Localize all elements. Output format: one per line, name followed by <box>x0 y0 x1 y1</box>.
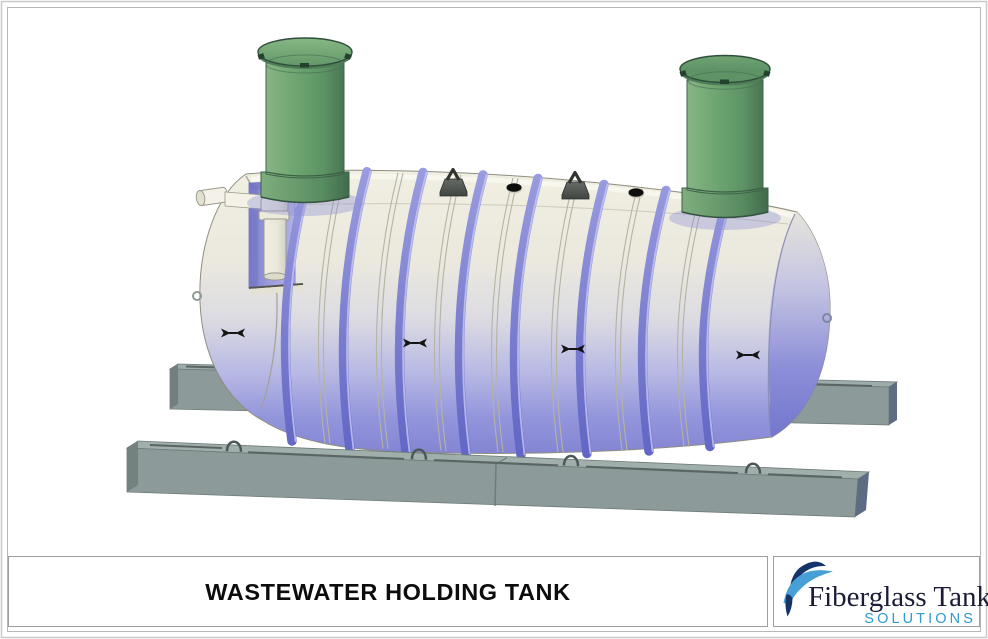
tank-end-cap-right <box>768 212 831 437</box>
strap-slots <box>149 444 843 479</box>
inlet-pipe <box>195 186 290 281</box>
riser-lid <box>679 54 771 84</box>
rib <box>509 173 543 460</box>
strap-markers <box>221 328 760 360</box>
lid-clip <box>763 70 771 77</box>
lifting-loop <box>410 448 428 460</box>
lid-clip <box>720 79 729 84</box>
end-hook <box>192 291 202 301</box>
logo-subtitle: SOLUTIONS <box>864 611 976 627</box>
right-access-riser <box>679 54 771 219</box>
rib <box>454 170 488 459</box>
title-cell <box>8 556 768 627</box>
lifting-loops <box>225 440 762 474</box>
lid-clip <box>344 53 352 60</box>
rib <box>698 194 732 452</box>
lid-clip <box>257 53 265 60</box>
end-hook <box>822 313 832 323</box>
lid-clip <box>300 63 309 68</box>
rib <box>280 168 314 446</box>
tank-seam-lines <box>317 172 705 453</box>
logo-swoosh-icon <box>783 561 833 617</box>
strap-marker <box>561 344 585 354</box>
front-ballast-beam <box>125 440 871 518</box>
lid-clip <box>679 70 687 77</box>
rib <box>575 179 609 459</box>
rib <box>394 167 428 457</box>
top-port <box>628 188 645 199</box>
riser-lid <box>257 37 353 67</box>
company-logo: Fiberglass Tank SOLUTIONS <box>783 561 988 627</box>
lifting-loop <box>562 454 580 467</box>
tank-ribs <box>280 167 732 460</box>
logo-wordmark: Fiberglass Tank <box>808 581 988 613</box>
strap-marker <box>221 328 245 338</box>
title-block: WASTEWATER HOLDING TANK Fiberglass Tank … <box>8 556 988 627</box>
drawing-title: WASTEWATER HOLDING TANK <box>205 579 570 605</box>
wastewater-tank <box>192 37 832 460</box>
rib <box>338 167 372 454</box>
lifting-lug <box>439 167 468 197</box>
lifting-loop <box>225 440 243 452</box>
left-access-riser <box>257 37 353 204</box>
strap-marker <box>403 338 427 348</box>
lifting-loop <box>744 462 762 474</box>
rib <box>637 185 671 456</box>
strap-marker <box>736 350 760 360</box>
top-port <box>506 183 523 194</box>
lifting-lug <box>561 170 590 200</box>
